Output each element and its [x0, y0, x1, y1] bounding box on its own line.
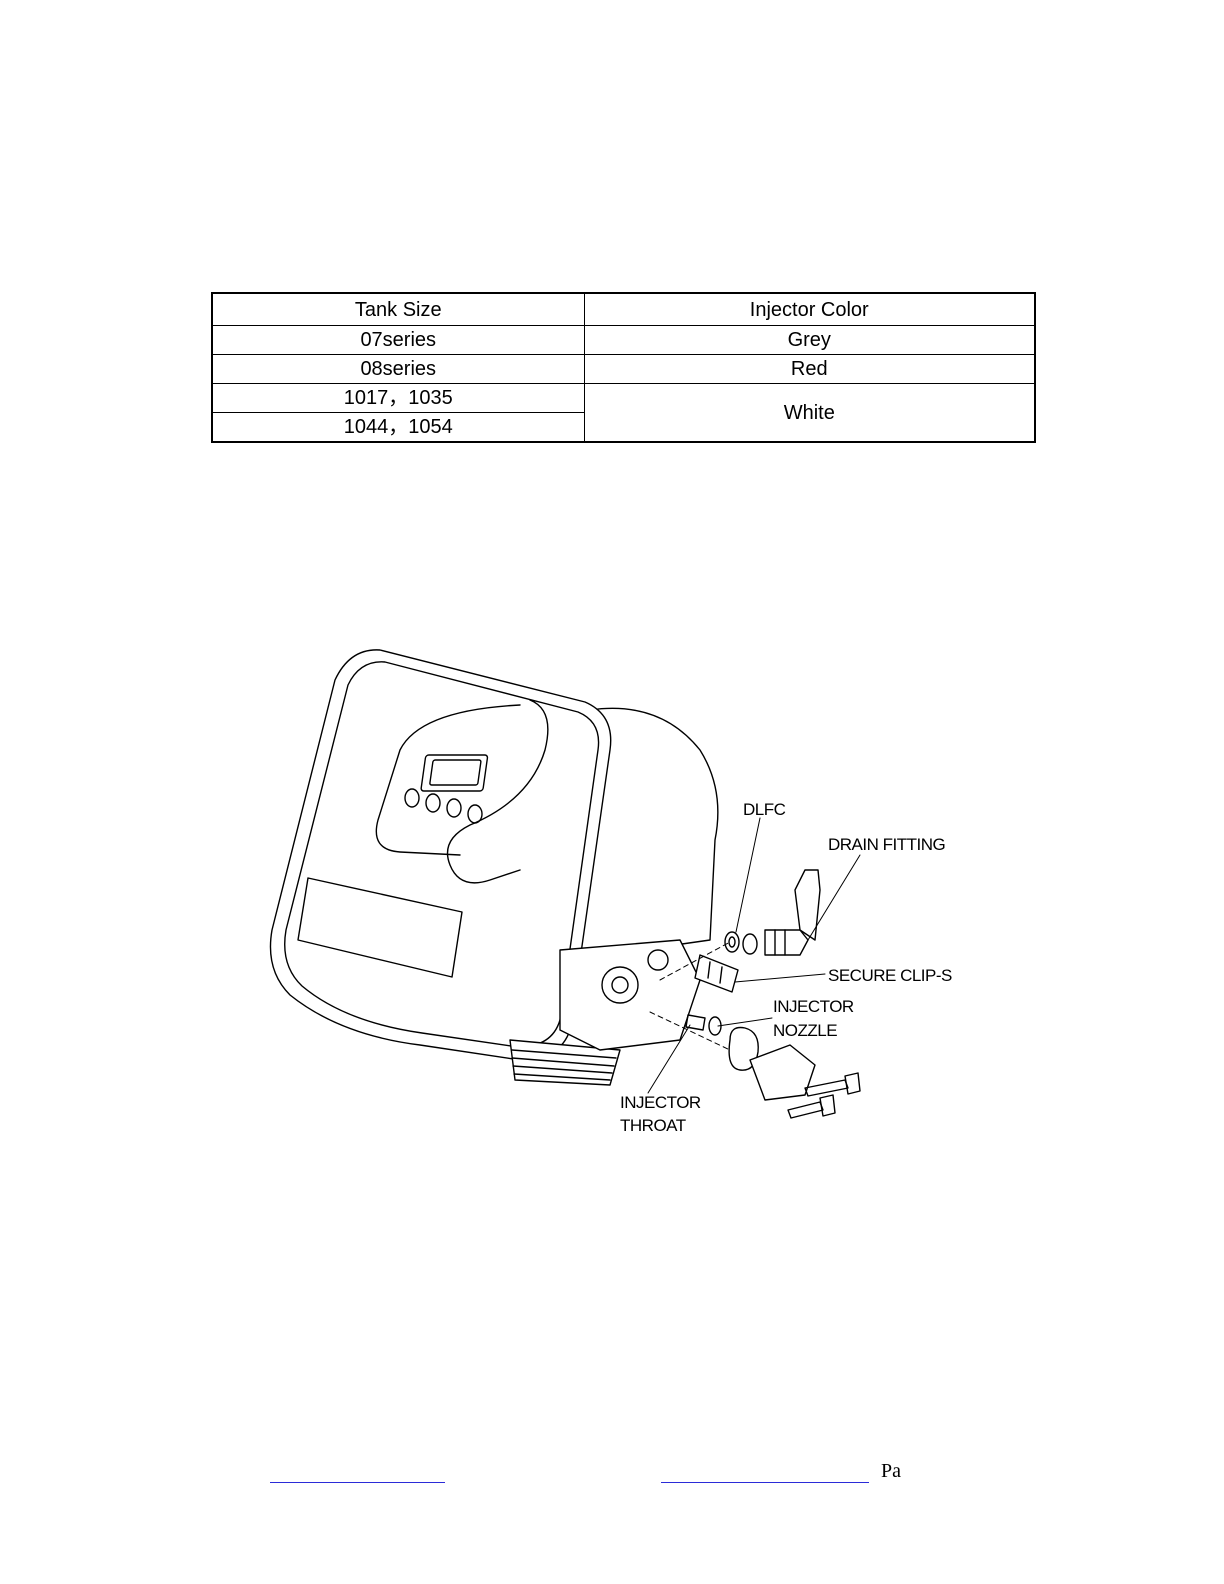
- bolt: [805, 1080, 848, 1096]
- cell-color: Grey: [584, 326, 1035, 355]
- injector-cap: [750, 1045, 815, 1100]
- header-injector-color: Injector Color: [584, 293, 1035, 326]
- label-injector-throat: INJECTOR: [620, 1093, 701, 1112]
- table-row: 07series Grey: [212, 326, 1035, 355]
- cell-tank: 08series: [212, 355, 584, 384]
- label-secure-clip: SECURE CLIP-S: [828, 966, 952, 985]
- table-header-row: Tank Size Injector Color: [212, 293, 1035, 326]
- valve-body: [560, 940, 700, 1050]
- footer-link-right[interactable]: [661, 1482, 869, 1483]
- secure-clip: [695, 955, 738, 992]
- label-injector-throat-2: THROAT: [620, 1116, 686, 1135]
- label-drain-fitting: DRAIN FITTING: [828, 835, 945, 854]
- valve-exploded-diagram: DLFC DRAIN FITTING SECURE CLIP-S INJECTO…: [260, 640, 960, 1150]
- footer-link-left[interactable]: [270, 1482, 445, 1483]
- injector-color-table: Tank Size Injector Color 07series Grey 0…: [211, 292, 1036, 443]
- label-injector-nozzle-2: NOZZLE: [773, 1021, 837, 1040]
- cell-tank: 07series: [212, 326, 584, 355]
- label-injector-nozzle: INJECTOR: [773, 997, 854, 1016]
- cell-tank: 1017，1035: [212, 384, 584, 413]
- header-tank-size: Tank Size: [212, 293, 584, 326]
- table-row: 08series Red: [212, 355, 1035, 384]
- cell-color: Red: [584, 355, 1035, 384]
- table-row: 1017，1035 White: [212, 384, 1035, 413]
- dlfc-washer: [725, 932, 739, 952]
- label-dlfc: DLFC: [743, 800, 786, 819]
- drain-fitting: [765, 930, 808, 955]
- cell-tank: 1044，1054: [212, 413, 584, 443]
- page-number-prefix: Pa: [881, 1460, 901, 1483]
- cell-color: White: [584, 384, 1035, 443]
